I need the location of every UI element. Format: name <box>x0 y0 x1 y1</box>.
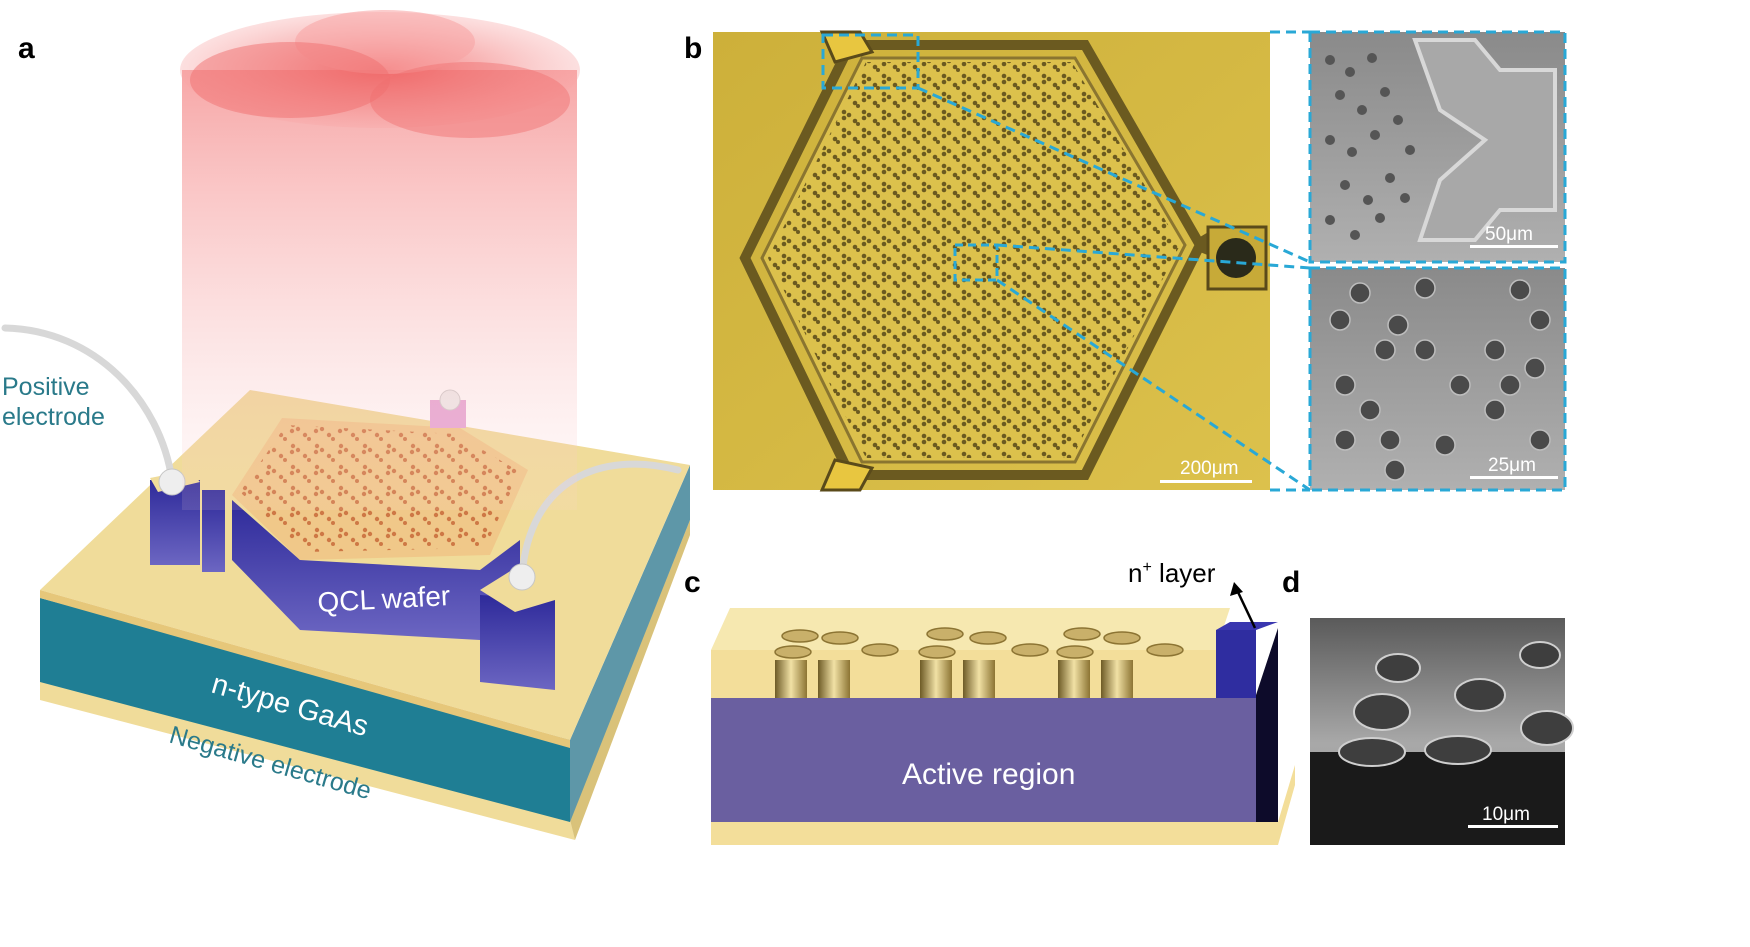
zoom-connector-lines <box>917 30 1311 492</box>
panel-letter-d: d <box>1282 566 1300 599</box>
top-gold-top <box>711 608 1230 650</box>
sem-inset-top-holes <box>1325 53 1415 240</box>
gaas-right-face <box>570 465 690 822</box>
gaas-front-face <box>40 598 570 822</box>
active-region-side <box>1256 628 1278 822</box>
highlight-box-top <box>821 33 920 90</box>
sem-cross-section-scale-label: 10μm <box>1482 804 1530 825</box>
panel-d: d 10μm <box>1282 566 1574 845</box>
right-contact-block <box>480 595 555 690</box>
right-wire-bond <box>508 563 536 591</box>
positive-wire <box>1 324 176 484</box>
sem-inset-bottom-holes <box>1329 277 1551 481</box>
panel-a: a <box>1 10 690 840</box>
sem-cross-section-holes <box>1338 641 1574 767</box>
inset-bottom-scale-label: 25μm <box>1488 455 1536 476</box>
laser-beam <box>180 10 580 510</box>
substrate-bottom-gold <box>40 680 575 840</box>
cross-section-bottom-gold <box>711 765 1295 845</box>
positive-electrode-label-line2: electrode <box>2 403 105 431</box>
n-plus-layer-top <box>1216 622 1278 630</box>
sem-inset-top-feedline <box>1412 38 1557 242</box>
substrate-bottom-gold-right <box>570 520 690 840</box>
main-scale-label: 200μm <box>1180 458 1238 479</box>
qcl-wafer-label: QCL wafer <box>317 580 451 618</box>
cavity-cylinders <box>775 660 1133 698</box>
n-layer-arrowhead <box>1230 582 1243 596</box>
left-small-block <box>202 490 225 572</box>
sem-cross-section-scale-bar <box>1468 825 1558 828</box>
panel-c: c n+ layer Active region <box>684 558 1295 845</box>
n-plus-layer-front <box>1216 630 1256 698</box>
n-layer-label-sup: + <box>1142 559 1151 576</box>
micrograph-hex-frame <box>739 40 1206 480</box>
micrograph-hole-array <box>768 62 1180 458</box>
micrograph-connector-bottom <box>819 458 875 492</box>
n-layer-label-base: n <box>1128 558 1142 588</box>
panel-letter-a: a <box>18 32 35 65</box>
micrograph-connector-top <box>819 30 875 64</box>
n-layer-label-suffix: layer <box>1152 558 1216 588</box>
inset-bottom-scale-bar <box>1470 476 1558 479</box>
active-region-block <box>711 695 1256 822</box>
micrograph-right-pad-bond <box>1216 238 1256 278</box>
panel-letter-c: c <box>684 566 701 599</box>
positive-electrode-label-line1: Positive <box>2 373 90 401</box>
inset-top-scale-bar <box>1470 245 1558 248</box>
inset-top-scale-label: 50μm <box>1485 224 1533 245</box>
substrate-top-edge <box>40 590 570 748</box>
main-scale-bar <box>1160 480 1252 483</box>
sem-cross-section-cleave <box>1310 752 1565 845</box>
active-region-label: Active region <box>902 758 1075 791</box>
panel-b: b 200μm <box>684 30 1567 492</box>
highlight-box-center <box>953 243 999 282</box>
n-layer-label: n+ layer <box>1128 558 1216 588</box>
left-wire-bond <box>158 468 186 496</box>
mesa-wall <box>232 500 520 640</box>
panel-letter-b: b <box>684 32 702 65</box>
cavity-openings <box>774 627 1184 659</box>
n-layer-arrow <box>1235 589 1257 629</box>
